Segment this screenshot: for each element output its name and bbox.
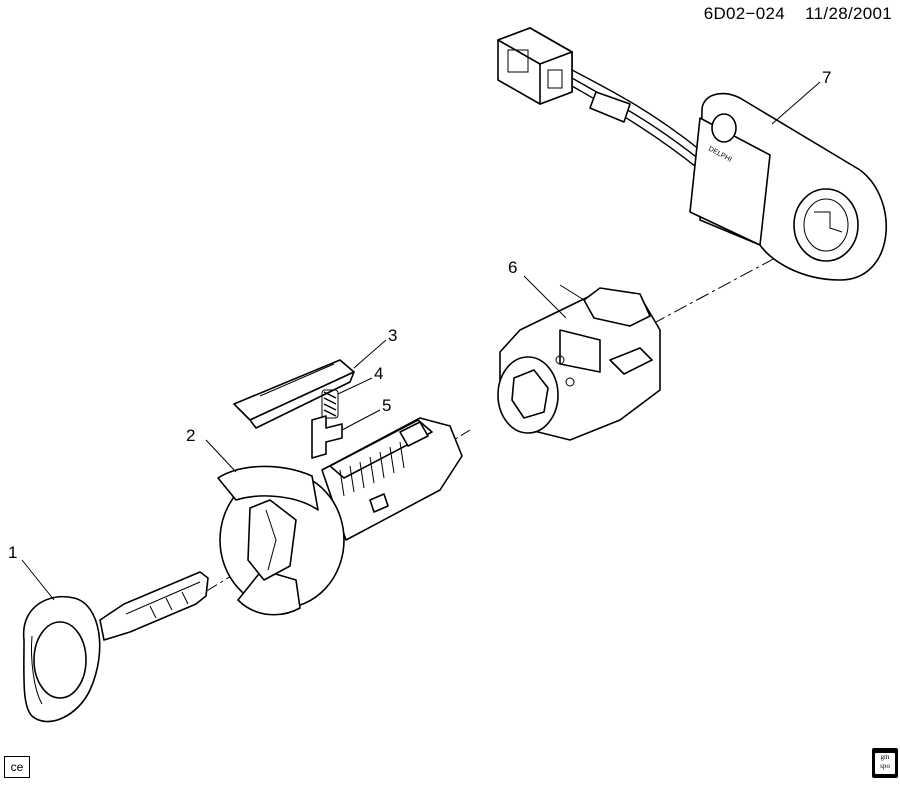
lock-cylinder-part-2 — [205, 417, 463, 616]
logo-text-top: gm — [880, 753, 890, 761]
spring-part-4 — [321, 377, 373, 419]
callout-3: 3 — [388, 326, 398, 345]
diagram-header: 6D02−024 11/28/2001 — [704, 4, 892, 24]
lock-housing-part-6 — [497, 275, 661, 441]
key-part-1 — [21, 559, 209, 723]
tumbler-part-5 — [311, 409, 381, 459]
callout-1: 1 — [8, 543, 18, 562]
ignition-switch-part-7: DELPHI — [497, 27, 888, 281]
callout-2: 2 — [186, 426, 196, 445]
callout-6: 6 — [508, 258, 518, 277]
gm-spo-logo: gm spo — [872, 748, 898, 778]
callout-5: 5 — [382, 396, 392, 415]
callout-4: 4 — [374, 364, 384, 383]
ce-label-box: ce — [4, 756, 30, 778]
logo-text-bottom: spo — [880, 762, 890, 770]
retainer-part-3 — [233, 339, 387, 429]
diagram-date: 11/28/2001 — [805, 4, 892, 23]
diagram-code: 6D02−024 — [703, 4, 786, 23]
callout-7: 7 — [822, 68, 832, 87]
